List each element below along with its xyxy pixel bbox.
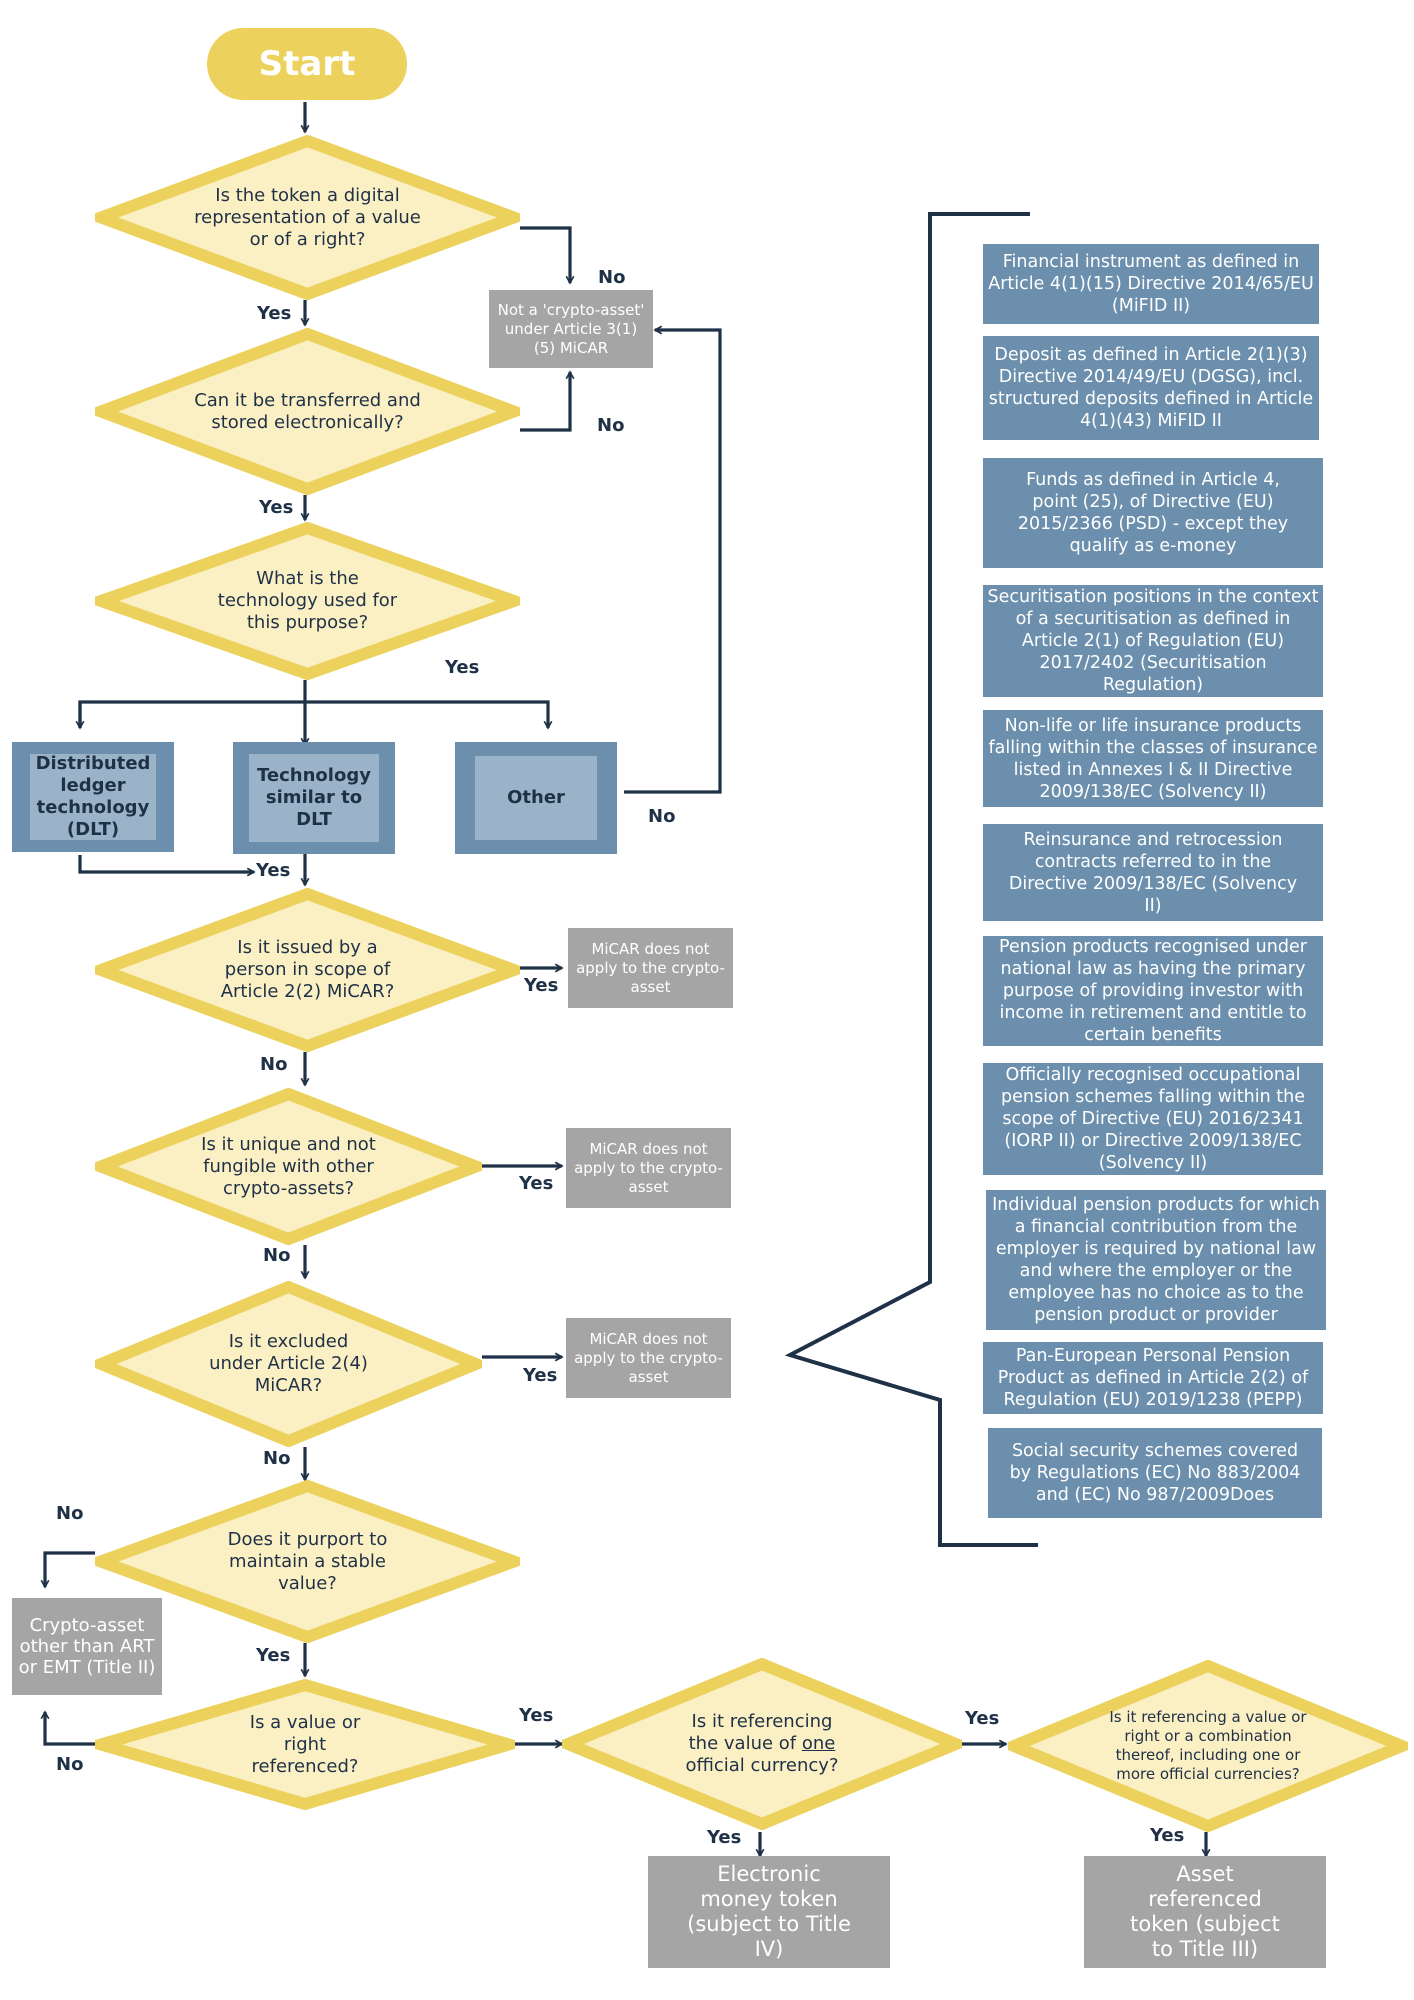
question-value-referenced: Is a value or right referenced? — [95, 1679, 515, 1810]
label-no: No — [263, 1245, 291, 1266]
question-text: Does it purport to maintain a stable val… — [227, 1528, 388, 1594]
question-issuer-scope: Is it issued by a person in scope of Art… — [95, 888, 520, 1052]
option-similar-tech-label: Technology similar to DLT — [249, 754, 379, 842]
label-no: No — [56, 1503, 84, 1524]
label-yes: Yes — [965, 1708, 1000, 1729]
question-excluded-article: Is it excluded under Article 2(4) MiCAR? — [95, 1281, 482, 1447]
question-text: Is a value or right referenced? — [249, 1711, 361, 1777]
exclusion-pepp: Pan-European Personal Pension Product as… — [983, 1342, 1323, 1414]
label-yes: Yes — [256, 1645, 291, 1666]
question-technology: What is the technology used for this pur… — [95, 522, 520, 680]
label-yes: Yes — [519, 1705, 554, 1726]
outcome-other-crypto-asset: Crypto-asset other than ART or EMT (Titl… — [12, 1598, 162, 1695]
outcome-text: Electronic money token (subject to Title… — [687, 1862, 851, 1961]
option-other-label: Other — [475, 756, 597, 840]
outcome-text: Not a 'crypto-asset' under Article 3(1)(… — [497, 300, 645, 357]
outcome-micar-not-apply-1: MiCAR does not apply to the crypto-asset — [568, 928, 733, 1008]
question-unique-nonfungible: Is it unique and not fungible with other… — [95, 1088, 482, 1245]
outcome-text: Crypto-asset other than ART or EMT (Titl… — [18, 1615, 156, 1678]
question-text: Can it be transferred and stored electro… — [194, 389, 421, 433]
label-no: No — [56, 1754, 84, 1775]
question-text: What is the technology used for this pur… — [217, 568, 398, 633]
label-no: No — [598, 267, 626, 288]
question-text: Is it referencing a value or right or a … — [1109, 1708, 1307, 1783]
label-yes: Yes — [259, 497, 294, 518]
question-one-currency: Is it referencing the value of one offic… — [562, 1658, 962, 1830]
outcome-text: MiCAR does not apply to the crypto-asset — [574, 1139, 723, 1196]
question-transfer-electronically: Can it be transferred and stored electro… — [95, 328, 520, 495]
label-no: No — [597, 415, 625, 436]
start-label: Start — [258, 44, 356, 84]
exclusion-securitisation: Securitisation positions in the context … — [983, 585, 1323, 697]
exclusion-occupational-pension: Officially recognised occupational pensi… — [983, 1063, 1323, 1175]
exclusion-deposit: Deposit as defined in Article 2(1)(3) Di… — [983, 336, 1319, 440]
outcome-not-crypto-asset: Not a 'crypto-asset' under Article 3(1)(… — [489, 290, 653, 368]
label-no: No — [263, 1448, 291, 1469]
question-text: Is it issued by a person in scope of Art… — [220, 937, 395, 1002]
start-terminal: Start — [207, 28, 407, 100]
label-no: No — [260, 1054, 288, 1075]
outcome-micar-not-apply-3: MiCAR does not apply to the crypto-asset — [566, 1318, 731, 1398]
label-yes: Yes — [256, 860, 291, 881]
question-digital-representation: Is the token a digital representation of… — [95, 135, 520, 300]
question-text: Is it unique and not fungible with other… — [201, 1133, 376, 1199]
label-yes: Yes — [445, 657, 480, 678]
label-yes: Yes — [257, 303, 292, 324]
exclusion-individual-pension: Individual pension products for which a … — [986, 1190, 1326, 1330]
label-no: No — [648, 806, 676, 827]
option-similar-tech: Technology similar to DLT — [233, 742, 395, 854]
outcome-text: MiCAR does not apply to the crypto-asset — [574, 1329, 723, 1386]
outcome-text: MiCAR does not apply to the crypto-asset — [576, 939, 725, 996]
outcome-micar-not-apply-2: MiCAR does not apply to the crypto-asset — [566, 1128, 731, 1208]
label-yes: Yes — [519, 1173, 554, 1194]
question-multiple-currencies: Is it referencing a value or right or a … — [1008, 1660, 1408, 1832]
question-text: Is the token a digital representation of… — [194, 184, 421, 250]
exclusion-funds: Funds as defined in Article 4, point (25… — [983, 458, 1323, 568]
outcome-e-money-token: Electronic money token (subject to Title… — [648, 1856, 890, 1968]
label-yes: Yes — [523, 1365, 558, 1386]
option-dlt: Distributed ledger technology (DLT) — [12, 742, 174, 852]
question-text: Is it excluded under Article 2(4) MiCAR? — [209, 1331, 368, 1396]
outcome-text: Asset referenced token (subject to Title… — [1130, 1862, 1280, 1961]
question-stable-value: Does it purport to maintain a stable val… — [95, 1480, 520, 1643]
exclusion-insurance: Non-life or life insurance products fall… — [983, 710, 1323, 807]
label-yes: Yes — [524, 975, 559, 996]
exclusion-pension-products: Pension products recognised under nation… — [983, 936, 1323, 1046]
question-text: Is it referencing the value of one offic… — [685, 1711, 839, 1776]
exclusion-reinsurance: Reinsurance and retrocession contracts r… — [983, 824, 1323, 921]
outcome-asset-referenced-token: Asset referenced token (subject to Title… — [1084, 1856, 1326, 1968]
option-dlt-label: Distributed ledger technology (DLT) — [30, 753, 156, 840]
exclusion-financial-instrument: Financial instrument as defined in Artic… — [983, 244, 1319, 324]
label-yes: Yes — [707, 1827, 742, 1848]
option-other: Other — [455, 742, 617, 854]
label-yes: Yes — [1150, 1825, 1185, 1846]
exclusion-social-security: Social security schemes covered by Regul… — [988, 1428, 1322, 1518]
